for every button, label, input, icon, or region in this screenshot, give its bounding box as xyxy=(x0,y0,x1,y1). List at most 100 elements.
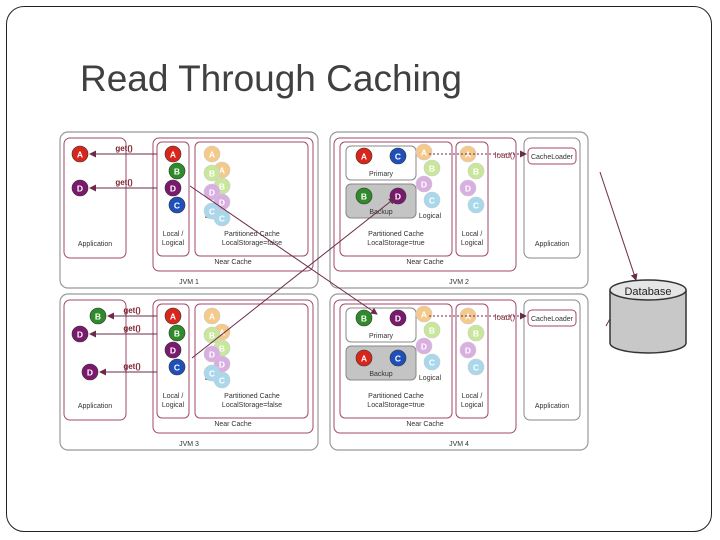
key-label-B: B xyxy=(473,167,479,177)
key-label-D: D xyxy=(170,184,176,194)
load-label: load() xyxy=(495,151,516,160)
get-label: get() xyxy=(115,178,133,187)
application-label: Application xyxy=(535,241,569,248)
key-blob-A xyxy=(203,307,221,325)
key-blob-D xyxy=(164,341,182,359)
key-label-C: C xyxy=(429,196,435,206)
key-label-D: D xyxy=(421,180,427,190)
key-label-C: C xyxy=(209,369,215,379)
primary-label: Primary xyxy=(369,171,394,178)
pc-label: Partitioned Cache xyxy=(368,231,424,238)
key-blob-D xyxy=(459,179,477,197)
get-label: get() xyxy=(123,306,141,315)
pc-label: Partitioned Cache xyxy=(224,393,280,400)
application-box xyxy=(63,137,127,259)
local-label: Local / xyxy=(462,231,483,238)
near-cache-label: Near Cache xyxy=(214,259,251,266)
key-label-B: B xyxy=(219,182,225,192)
key-blob-B xyxy=(423,159,441,177)
local-label2: Logical xyxy=(162,402,185,409)
cross-arrow-2 xyxy=(191,197,396,359)
near-cache-label: Near Cache xyxy=(406,421,443,428)
load-label: load() xyxy=(495,313,516,322)
key-blob-C xyxy=(467,358,485,376)
key-blob-A xyxy=(415,143,433,161)
key-label-D: D xyxy=(465,184,471,194)
key-label-C: C xyxy=(429,358,435,368)
key-label-B: B xyxy=(361,192,367,202)
key-blob-A xyxy=(355,349,373,367)
key-blob-C xyxy=(213,209,231,227)
key-blob-D xyxy=(459,341,477,359)
get-label: get() xyxy=(123,324,141,333)
near-cache-label: Near Cache xyxy=(214,421,251,428)
key-label-D: D xyxy=(87,368,93,378)
key-label-A: A xyxy=(209,150,215,160)
key-blob-D xyxy=(71,325,89,343)
key-label-A: A xyxy=(361,152,367,162)
jvm-label: JVM 2 xyxy=(449,279,469,286)
key-label-C: C xyxy=(209,207,215,217)
key-label-C: C xyxy=(473,201,479,211)
key-label-D: D xyxy=(77,330,83,340)
key-label-A: A xyxy=(219,328,225,338)
key-label-B: B xyxy=(174,167,180,177)
local-label2: Logical xyxy=(461,402,484,409)
key-label-C: C xyxy=(219,214,225,224)
jvm-label: JVM 3 xyxy=(179,441,199,448)
application-label: Application xyxy=(535,403,569,410)
database-label: Database xyxy=(624,286,671,298)
application-label: Application xyxy=(78,403,112,410)
key-label-B: B xyxy=(473,329,479,339)
key-label-A: A xyxy=(219,166,225,176)
key-blob-D xyxy=(389,309,407,327)
backup-label: Backup xyxy=(369,209,392,216)
application-label: Application xyxy=(78,241,112,248)
key-label-C: C xyxy=(219,376,225,386)
key-label-D: D xyxy=(465,346,471,356)
jvm-label: JVM 4 xyxy=(449,441,469,448)
key-blob-B xyxy=(467,162,485,180)
key-label-A: A xyxy=(361,354,367,364)
pc-storage-label: LocalStorage=true xyxy=(367,402,425,409)
key-label-A: A xyxy=(421,310,427,320)
jvm-label: JVM 1 xyxy=(179,279,199,286)
key-blob-A xyxy=(415,305,433,323)
key-label-D: D xyxy=(219,198,225,208)
get-label: get() xyxy=(123,362,141,371)
local-label: Local / xyxy=(163,231,184,238)
key-blob-A xyxy=(164,307,182,325)
local-label2: Logical xyxy=(162,240,185,247)
database: Database xyxy=(609,279,687,354)
key-blob-B xyxy=(423,321,441,339)
logical-label: Logical xyxy=(419,213,442,220)
key-blob-C xyxy=(168,196,186,214)
key-blob-C xyxy=(213,371,231,389)
key-blob-D xyxy=(415,175,433,193)
key-blob-C xyxy=(423,353,441,371)
local-label: Local / xyxy=(163,393,184,400)
key-label-B: B xyxy=(219,344,225,354)
key-label-C: C xyxy=(395,152,401,162)
key-blob-D xyxy=(415,337,433,355)
key-label-A: A xyxy=(465,312,471,322)
key-blob-B xyxy=(467,324,485,342)
cross-arrow-1 xyxy=(189,185,378,315)
key-blob-A xyxy=(355,147,373,165)
slide-frame xyxy=(6,6,712,532)
key-blob-C xyxy=(467,196,485,214)
key-blob-C xyxy=(389,349,407,367)
loader-to-db xyxy=(599,171,638,281)
application-box xyxy=(523,299,581,421)
key-blob-B xyxy=(203,164,221,182)
key-blob-B xyxy=(355,309,373,327)
key-label-C: C xyxy=(473,363,479,373)
key-blob-B xyxy=(168,324,186,342)
key-label-B: B xyxy=(95,312,101,322)
backup-label: Backup xyxy=(369,371,392,378)
key-blob-A xyxy=(71,145,89,163)
key-label-D: D xyxy=(209,188,215,198)
key-label-D: D xyxy=(170,346,176,356)
key-blob-D xyxy=(164,179,182,197)
